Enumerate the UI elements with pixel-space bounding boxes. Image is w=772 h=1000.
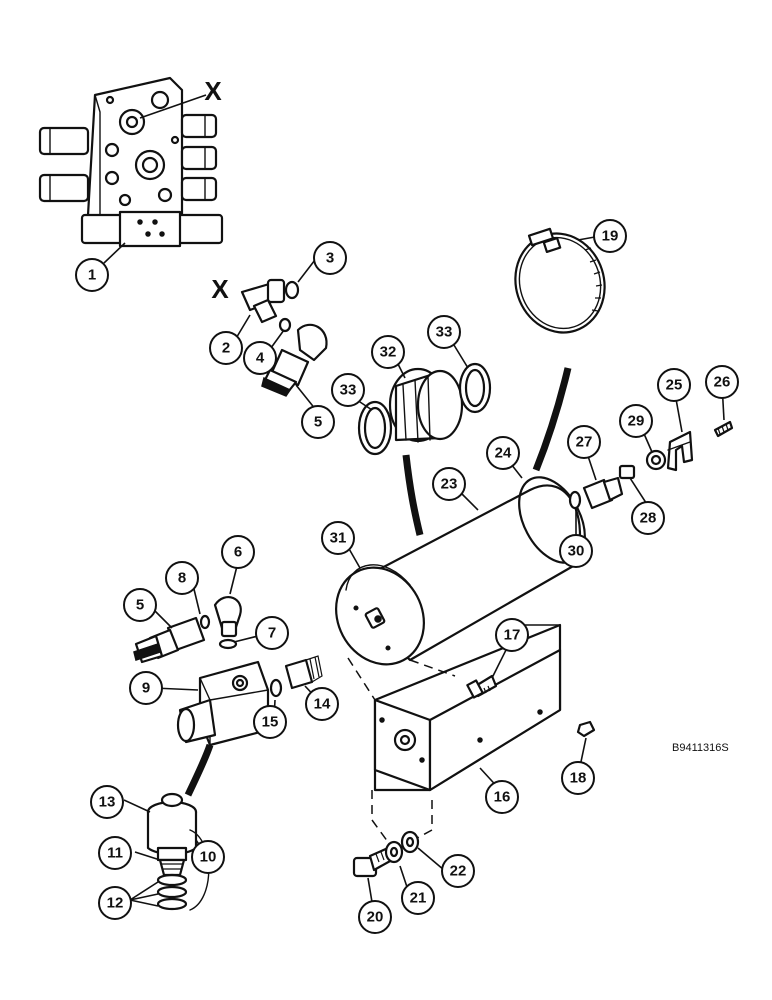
control-valve-body: [38, 76, 224, 248]
assembly-arrow-valve: [184, 743, 214, 797]
callout-21: 21: [401, 881, 435, 915]
port-marker-x: X: [204, 76, 222, 106]
bolt-and-nut: [466, 674, 596, 738]
callout-label: 12: [107, 895, 124, 912]
callout-label: 15: [262, 714, 279, 731]
callout-label: 16: [494, 789, 511, 806]
tee-fitting: [240, 278, 300, 333]
callout-label: 22: [450, 863, 467, 880]
callout-label: 18: [570, 770, 587, 787]
callout-label: 20: [367, 909, 384, 926]
callout-label: 23: [441, 476, 458, 493]
relief-valve-block: [176, 655, 323, 747]
callout-label: 13: [99, 794, 116, 811]
callout-15: 15: [253, 705, 287, 739]
callout-label: 1: [88, 267, 96, 284]
callout-19: 19: [593, 219, 627, 253]
callout-22: 22: [441, 854, 475, 888]
port-marker-x-tee: X: [211, 274, 229, 304]
alignment-line-2: [409, 659, 456, 677]
callout-30: 30: [559, 534, 593, 568]
callout-29: 29: [619, 404, 653, 438]
callout-label: 32: [380, 344, 397, 361]
callout-1: 1: [75, 258, 109, 292]
assembly-arrow-piston: [402, 454, 424, 536]
callout-23: 23: [432, 467, 466, 501]
callout-28: 28: [631, 501, 665, 535]
callout-9: 9: [129, 671, 163, 705]
callout-label: 26: [714, 374, 731, 391]
callout-2: 2: [209, 331, 243, 365]
piston-and-seals: [357, 362, 492, 456]
callout-33-right: 33: [427, 315, 461, 349]
callout-label: 7: [268, 625, 276, 642]
callout-label: 3: [326, 250, 334, 267]
callout-20: 20: [358, 900, 392, 934]
figure-reference-code: B9411316S: [672, 742, 729, 754]
callout-label: 9: [142, 680, 150, 697]
callout-10: 10: [191, 840, 225, 874]
callout-14: 14: [305, 687, 339, 721]
callout-8: 8: [165, 561, 199, 595]
callout-3: 3: [313, 241, 347, 275]
assembly-arrow-clamp: [532, 367, 572, 472]
callout-label: 25: [666, 377, 683, 394]
support-bracket: [373, 623, 562, 792]
callout-label: 33: [340, 382, 357, 399]
callout-17: 17: [495, 618, 529, 652]
callout-31: 31: [321, 521, 355, 555]
callout-5-upper: 5: [301, 405, 335, 439]
accumulator-tank: [335, 476, 586, 666]
callout-16: 16: [485, 780, 519, 814]
callout-label: 33: [436, 324, 453, 341]
callout-6: 6: [221, 535, 255, 569]
callout-label: 24: [495, 445, 512, 462]
callout-label: 21: [410, 890, 427, 907]
callout-label: 4: [256, 350, 265, 367]
alignment-line-1: [347, 657, 376, 701]
callout-label: 28: [640, 510, 657, 527]
callout-label: 5: [136, 597, 144, 614]
mounting-bracket-small: [666, 420, 734, 472]
callout-label: 2: [222, 340, 230, 357]
callout-7: 7: [255, 616, 289, 650]
callout-label: 10: [200, 849, 217, 866]
alignment-line-3: [394, 800, 433, 851]
callout-label: 19: [602, 228, 619, 245]
callout-13: 13: [90, 785, 124, 819]
callout-5-lower: 5: [123, 588, 157, 622]
bolt-washer-set: [352, 830, 420, 878]
callout-label: 14: [314, 696, 331, 713]
callout-32: 32: [371, 335, 405, 369]
callout-12: 12: [98, 886, 132, 920]
callout-26: 26: [705, 365, 739, 399]
callout-11: 11: [98, 836, 132, 870]
callout-label: 8: [178, 570, 186, 587]
callout-25: 25: [657, 368, 691, 402]
callout-27: 27: [567, 425, 601, 459]
callout-label: 11: [107, 845, 123, 862]
relief-cartridge: [146, 792, 210, 911]
callout-label: 29: [628, 413, 645, 430]
hose-clamp: [514, 227, 606, 334]
callout-33-left: 33: [331, 373, 365, 407]
callout-label: 6: [234, 544, 242, 561]
hose-assembly-lower: [133, 596, 242, 664]
callout-label: 30: [568, 543, 585, 560]
callout-label: 5: [314, 414, 322, 431]
gas-valve-fittings: [568, 449, 667, 510]
callout-label: 17: [504, 627, 521, 644]
callout-label: 27: [576, 434, 593, 451]
callout-4: 4: [243, 341, 277, 375]
callout-label: 31: [330, 530, 347, 547]
callout-24: 24: [486, 436, 520, 470]
alignment-line-4: [371, 790, 389, 843]
callout-18: 18: [561, 761, 595, 795]
